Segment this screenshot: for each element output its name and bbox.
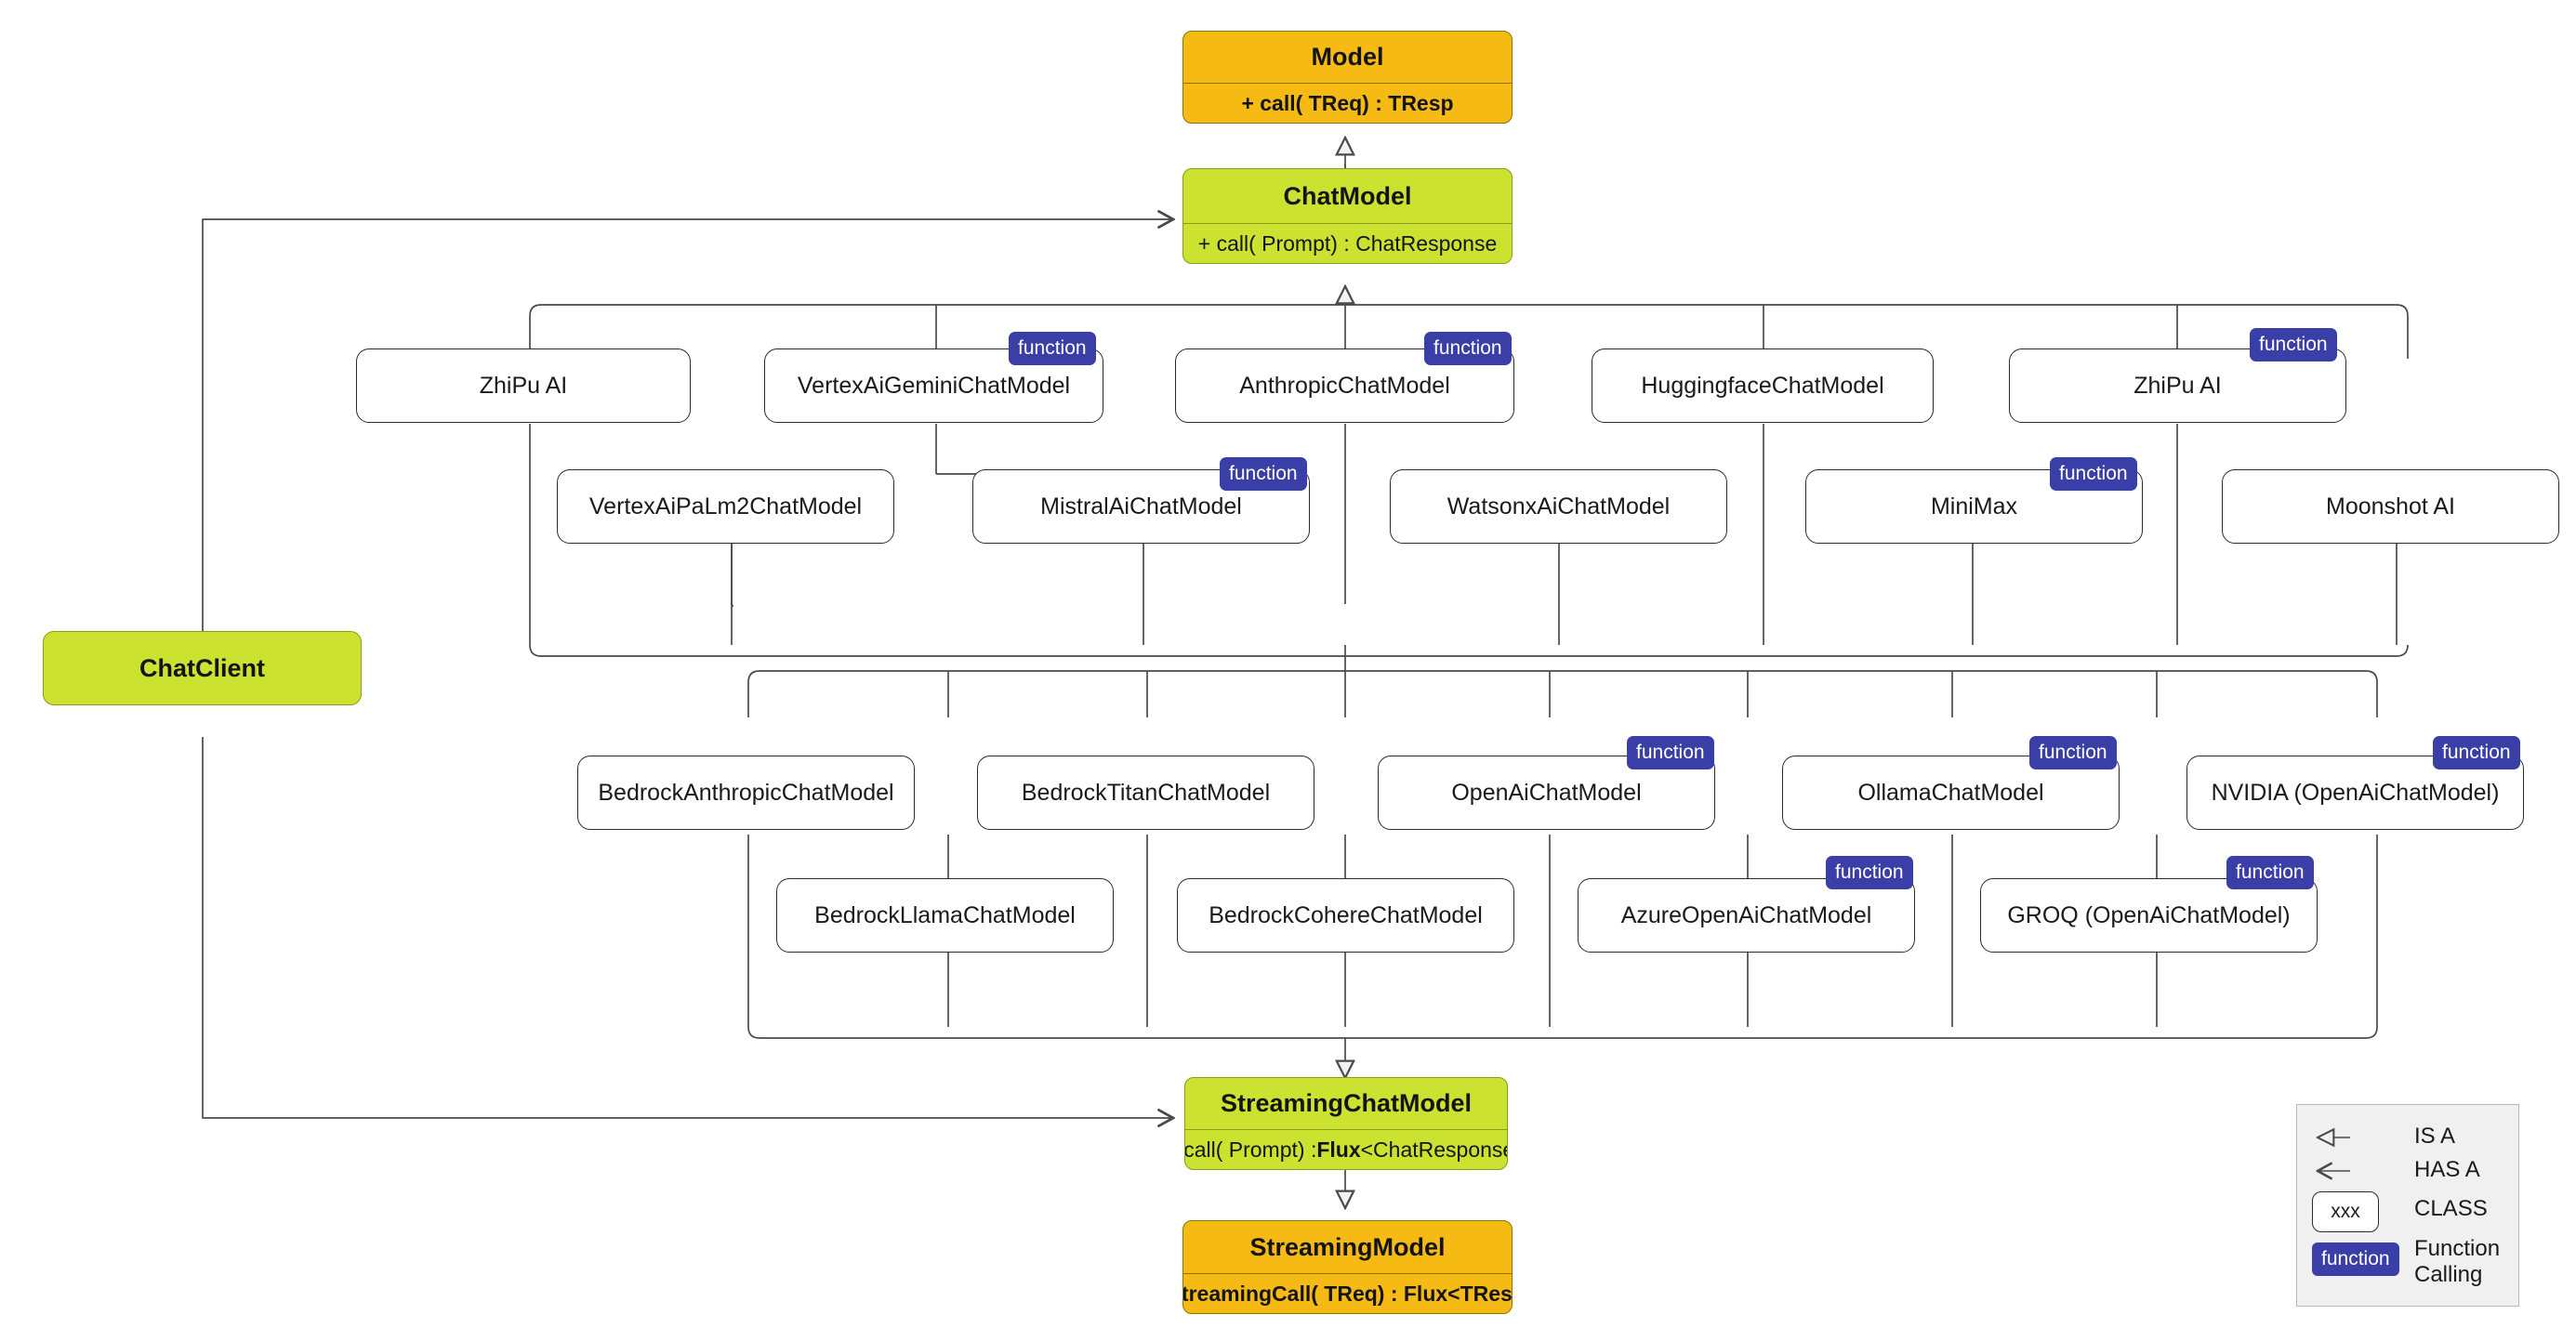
class-box-watsonxaichatmodel[interactable]: WatsonxAiChatModel <box>1390 469 1727 544</box>
class-signature-streamingchatmodel: + call( Prompt) : Flux<ChatResponse> <box>1185 1129 1507 1169</box>
legend-panel: IS A HAS A xxx CLASS function Function C… <box>2296 1104 2519 1307</box>
function-badge: function <box>2050 457 2137 491</box>
function-badge: function <box>2226 856 2314 889</box>
class-name-streamingchatmodel: StreamingChatModel <box>1220 1089 1473 1117</box>
class-name-streamingmodel: StreamingModel <box>1249 1232 1446 1261</box>
function-badge: function <box>1009 332 1096 365</box>
legend-function-sample: function <box>2312 1242 2399 1276</box>
legend-function-badge: function <box>2312 1242 2399 1276</box>
legend-label-has-a: HAS A <box>2414 1157 2480 1182</box>
class-box-streamingmodel[interactable]: StreamingModel + streamingCall( TReq) : … <box>1182 1220 1513 1314</box>
class-box-vertexaipalm2chatmodel[interactable]: VertexAiPaLm2ChatModel <box>557 469 894 544</box>
class-box-streamingchatmodel[interactable]: StreamingChatModel + call( Prompt) : Flu… <box>1184 1077 1508 1170</box>
function-badge: function <box>1627 736 1714 769</box>
class-box-moonshot-ai[interactable]: Moonshot AI <box>2222 469 2559 544</box>
class-name-chatmodel: ChatModel <box>1283 181 1412 210</box>
sig-suffix: <ChatResponse> <box>1360 1137 1507 1162</box>
class-box-model[interactable]: Model + call( TReq) : TResp <box>1182 31 1513 124</box>
class-box-azureopenaichatmodel[interactable]: AzureOpenAiChatModel <box>1578 878 1915 953</box>
class-signature-model: + call( TReq) : TResp <box>1183 83 1512 123</box>
legend-label-is-a: IS A <box>2414 1124 2456 1149</box>
class-box-zhipu-ai-1[interactable]: ZhiPu AI <box>356 348 691 423</box>
class-box-chatclient[interactable]: ChatClient <box>43 631 362 705</box>
function-badge: function <box>2250 328 2337 362</box>
sig-suffix: ( TReq) : Flux<TResp> <box>1311 1281 1513 1306</box>
class-box-bedrockanthropicchatmodel[interactable]: BedrockAnthropicChatModel <box>577 756 915 830</box>
class-box-huggingfacechatmodel[interactable]: HuggingfaceChatModel <box>1592 348 1934 423</box>
class-box-bedrockllamachatmodel[interactable]: BedrockLlamaChatModel <box>776 878 1114 953</box>
legend-label-class: CLASS <box>2414 1196 2488 1221</box>
class-name-model: Model <box>1311 43 1384 71</box>
sig-prefix: + call( Prompt) : <box>1184 1137 1317 1162</box>
sig-bold: streamingCall <box>1182 1281 1312 1306</box>
class-box-groq-openaichatmodel[interactable]: GROQ (OpenAiChatModel) <box>1980 878 2318 953</box>
class-box-bedrockcoherechatmodel[interactable]: BedrockCohereChatModel <box>1177 878 1514 953</box>
function-badge: function <box>1220 457 1307 491</box>
class-signature-streamingmodel: + streamingCall( TReq) : Flux<TResp> <box>1183 1273 1512 1313</box>
class-box-chatmodel[interactable]: ChatModel + call( Prompt) : ChatResponse <box>1182 168 1513 264</box>
class-signature-chatmodel: + call( Prompt) : ChatResponse <box>1183 223 1512 263</box>
legend-class-box: xxx <box>2312 1191 2379 1232</box>
function-badge: function <box>1826 856 1913 889</box>
function-badge: function <box>1424 332 1512 365</box>
legend-label-function-calling: Function Calling <box>2414 1236 2501 1287</box>
sig-bold: Flux <box>1316 1137 1361 1162</box>
class-box-bedrocktitanchatmodel[interactable]: BedrockTitanChatModel <box>977 756 1314 830</box>
legend-class-sample: xxx <box>2312 1191 2379 1232</box>
function-badge: function <box>2433 736 2520 769</box>
function-badge: function <box>2029 736 2117 769</box>
legend-arrows <box>2297 1105 2350 1308</box>
